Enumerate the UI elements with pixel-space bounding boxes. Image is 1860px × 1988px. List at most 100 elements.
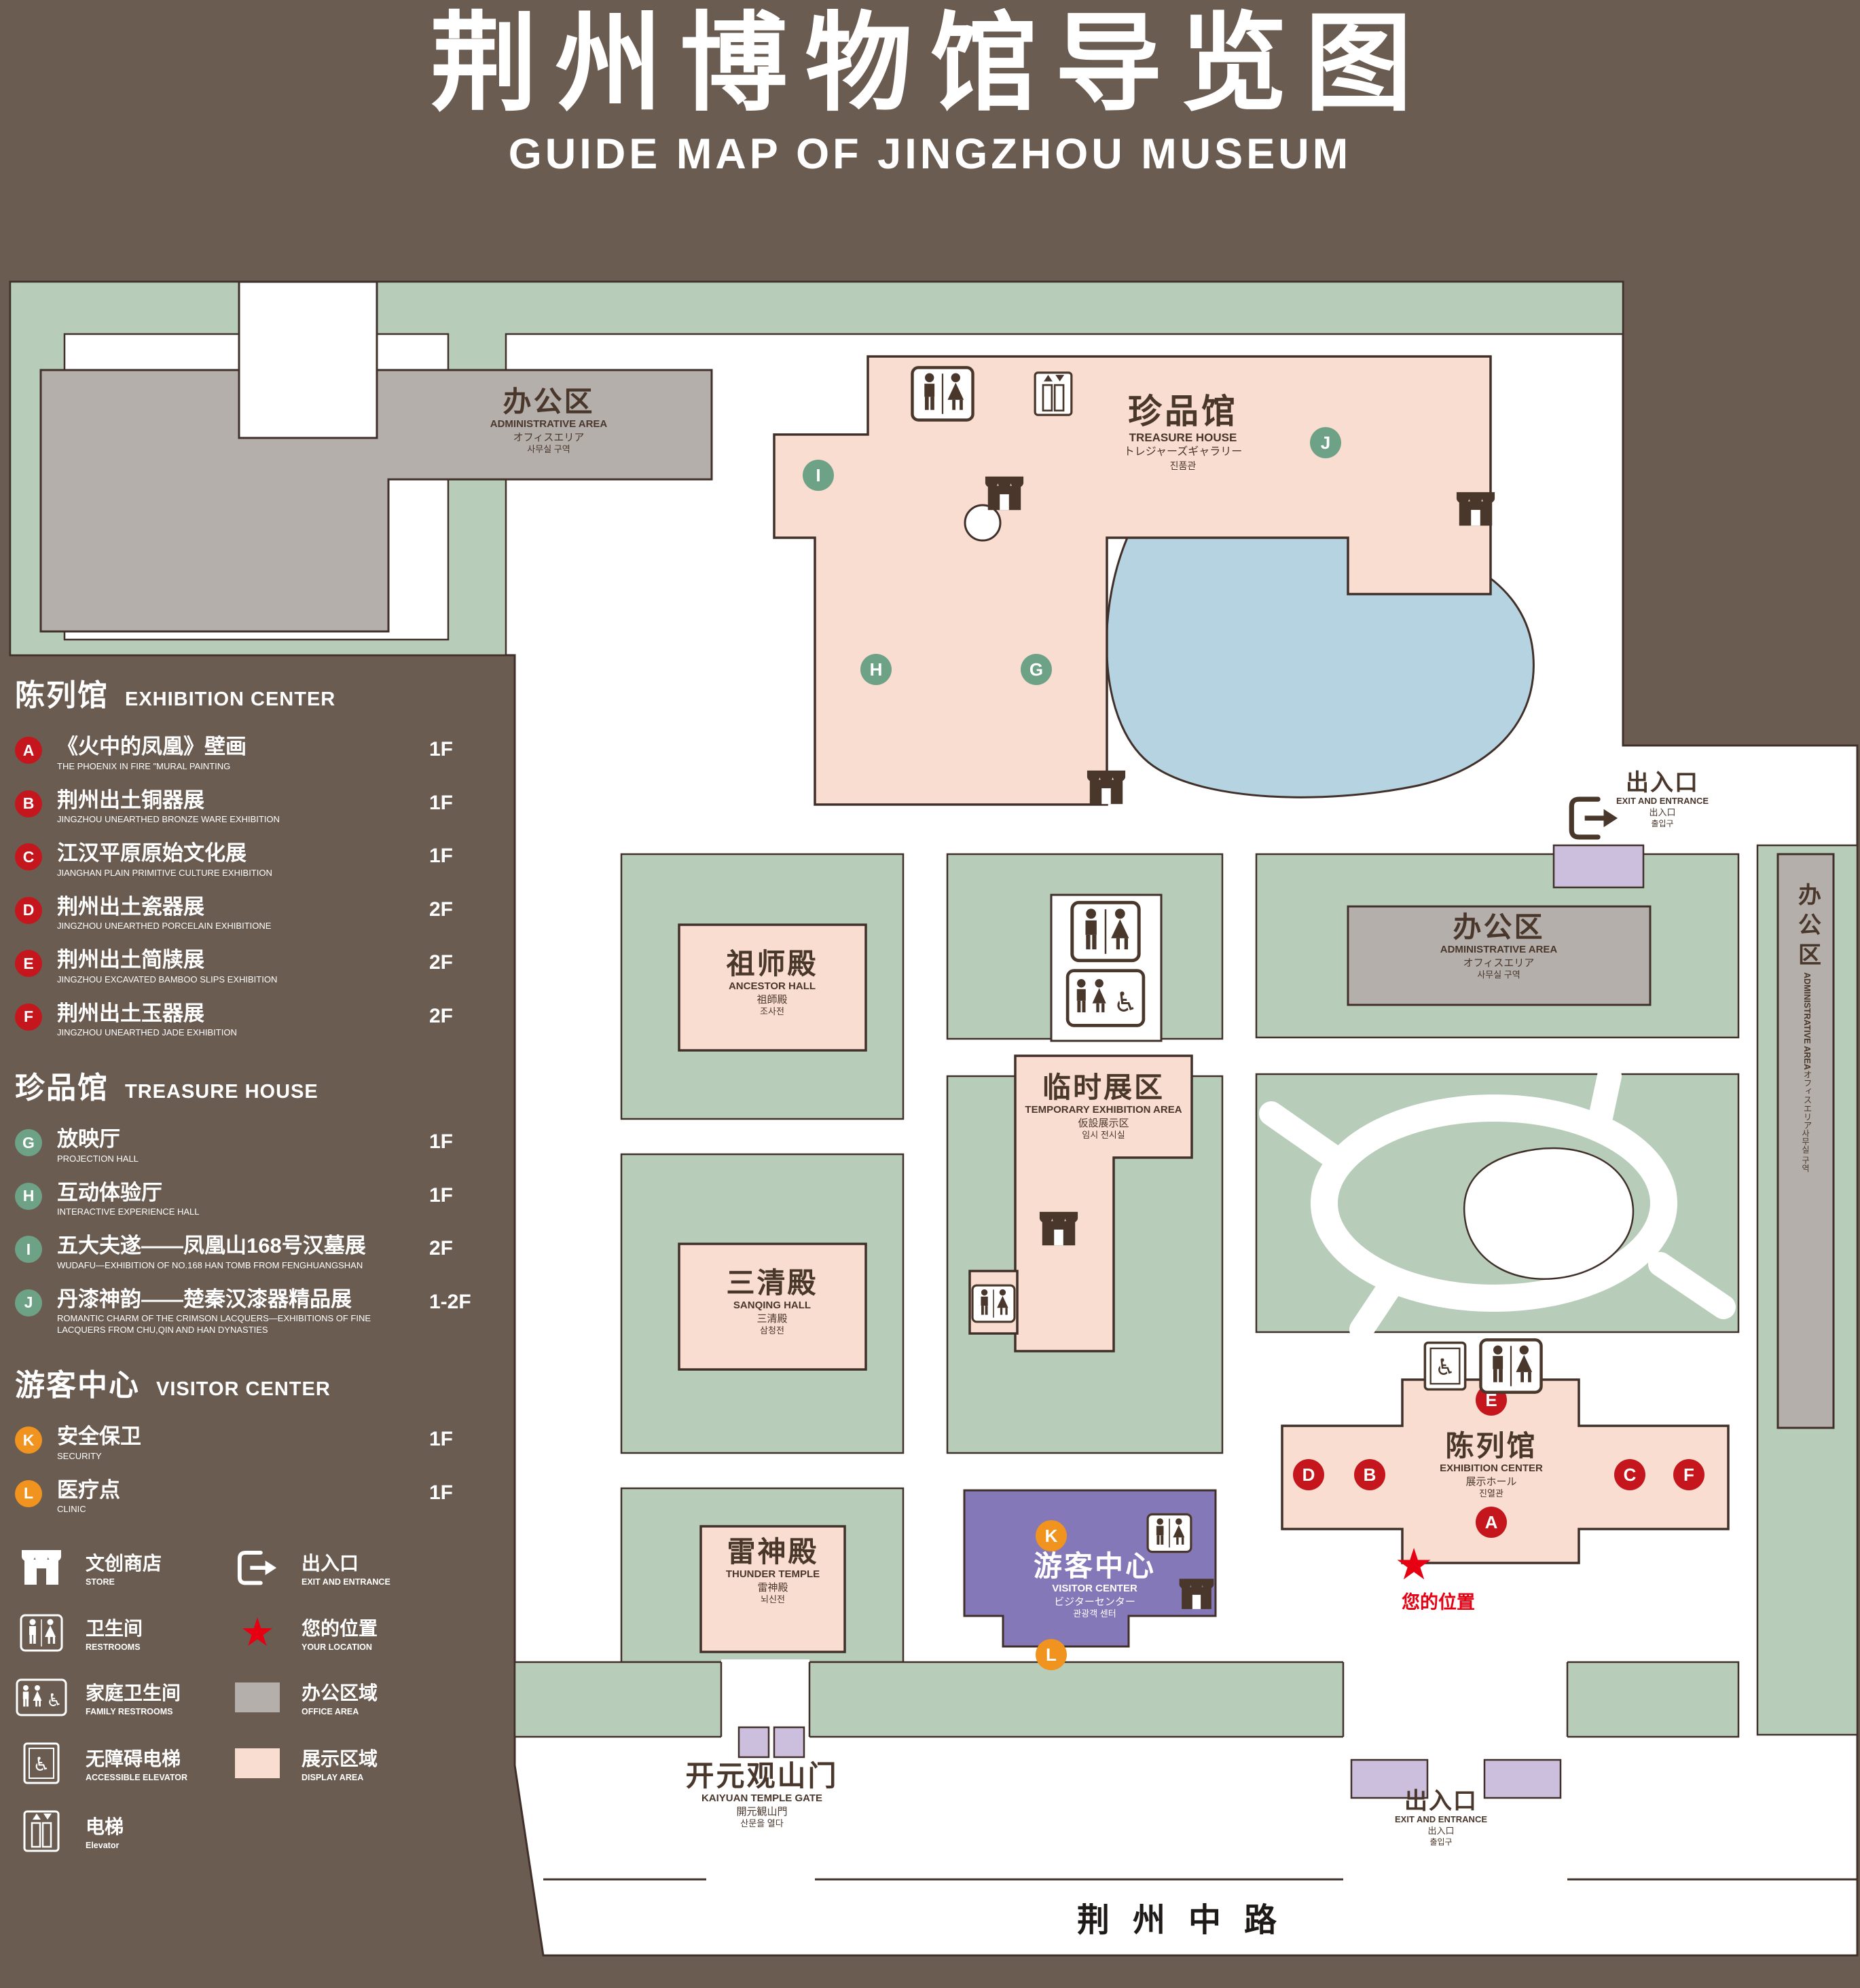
- legend-item-text: 荆州出土简牍展 JINGZHOU EXCAVATED BAMBOO SLIPS …: [57, 948, 429, 986]
- map-marker-L: L: [1036, 1639, 1067, 1670]
- map-label-temporary-exhibition-zh: 临时展区: [1042, 1071, 1165, 1103]
- map-label-admin-top-left-en: ADMINISTRATIVE AREA: [490, 418, 608, 430]
- map-label-thunder-temple-jp: 雷神殿: [757, 1581, 788, 1594]
- legend-symbol-text: 办公区域 OFFICE AREA: [302, 1678, 378, 1716]
- map-label-temporary-exhibition-jp: 仮設展示区: [1078, 1117, 1129, 1129]
- legend-item-E: E 荆州出土简牍展 JINGZHOU EXCAVATED BAMBOO SLIP…: [15, 948, 492, 986]
- legend-symbol-text: 卫生间 RESTROOMS: [86, 1614, 143, 1652]
- legend-item-text: 荆州出土瓷器展 JINGZHOU UNEARTHED PORCELAIN EXH…: [57, 895, 429, 933]
- legend-symbol-text: 文创商店 STORE: [86, 1549, 162, 1587]
- legend-symbol-zh: 电梯: [86, 1816, 124, 1838]
- map-label-temporary-exhibition-kr: 임시 전시실: [1082, 1130, 1125, 1141]
- legend-symbol-en: EXIT AND ENTRANCE: [302, 1577, 390, 1587]
- map-marker-A: A: [1476, 1507, 1507, 1538]
- map-label-treasure-house-zh: 珍品馆: [1128, 392, 1238, 430]
- legend-item-floor: 1F: [429, 791, 454, 814]
- label-admin-east-strip-jp: オフィスエリア: [1802, 1069, 1812, 1130]
- legend-item-floor: 1F: [429, 1428, 454, 1451]
- legend-item-en: JINGZHOU UNEARTHED JADE EXHIBITION: [57, 1027, 237, 1038]
- legend-badge-L: L: [15, 1479, 42, 1507]
- legend-section-en: VISITOR CENTER: [156, 1378, 331, 1401]
- legend-section-zh: 珍品馆: [15, 1071, 109, 1105]
- map-label-admin-center-kr: 사무실 구역: [1477, 970, 1520, 980]
- map-label-exhibition-center-jp: 展示ホール: [1465, 1475, 1517, 1488]
- svg-text:♿: ♿: [46, 1690, 62, 1710]
- legend-item-floor: 1F: [429, 1183, 454, 1207]
- exit-icon: [231, 1549, 284, 1586]
- legend-symbol-zh: 卫生间: [86, 1618, 143, 1640]
- legend-item-text: 安全保卫 SECURITY: [57, 1424, 429, 1462]
- map-marker-F: F: [1673, 1459, 1704, 1490]
- legend-symbol-text: 家庭卫生间 FAMILY RESTROOMS: [86, 1678, 181, 1716]
- legend-item-en: SECURITY: [57, 1450, 102, 1461]
- office-notch: [238, 280, 378, 439]
- legend-symbol-en: FAMILY RESTROOMS: [86, 1707, 173, 1717]
- legend-badge-D: D: [15, 896, 42, 924]
- map-label-treasure-house-en: TREASURE HOUSE: [1129, 431, 1237, 444]
- map-label-visitor-center-kr: 관광객 센터: [1073, 1608, 1116, 1619]
- gate-structures: [737, 844, 1645, 1799]
- garden-pond: [1463, 1147, 1635, 1280]
- map-label-kaiyuan-gate-zh: 开元观山门: [685, 1760, 839, 1792]
- map-label-admin-top-left-kr: 사무실 구역: [527, 444, 570, 455]
- restroom-icon: [1479, 1338, 1544, 1394]
- legend-symbol-zh: 文创商店: [86, 1553, 162, 1575]
- star-icon: ★: [231, 1613, 284, 1653]
- legend-symbol-en: OFFICE AREA: [302, 1707, 359, 1717]
- display-buildings: [678, 355, 1730, 1653]
- label-admin-east-strip: 办公区 ADMINISTRATIVE AREA オフィスエリア 사무실 구역: [1774, 883, 1838, 1405]
- map-label-ancestor-hall-en: ANCESTOR HALL: [728, 980, 816, 993]
- map-label-exit-east-zh: 出入口: [1626, 770, 1699, 796]
- legend-symbol-zh: 家庭卫生间: [86, 1682, 181, 1704]
- legend-symbol-zh: 您的位置: [302, 1618, 378, 1640]
- map-label-exit-south-kr: 출입구: [1429, 1837, 1453, 1847]
- legend-symbol-en: YOUR LOCATION: [302, 1642, 372, 1653]
- legend-item-en: PROJECTION HALL: [57, 1153, 139, 1164]
- legend-item-en: JINGZHOU UNEARTHED PORCELAIN EXHIBITIONE: [57, 921, 272, 932]
- legend-section-header: 珍品馆 TREASURE HOUSE: [15, 1063, 492, 1107]
- legend-item-en: JIANGHAN PLAIN PRIMITIVE CULTURE EXHIBIT…: [57, 867, 272, 878]
- star-icon: ★: [240, 1610, 275, 1655]
- legend-item-zh: 放映厅: [57, 1127, 120, 1152]
- legend-item-F: F 荆州出土玉器展 JINGZHOU UNEARTHED JADE EXHIBI…: [15, 1001, 492, 1039]
- restroom-icon: [911, 365, 975, 422]
- legend-item-zh: 互动体验厅: [57, 1180, 162, 1204]
- legend-symbol-text: 电梯 Elevator: [86, 1812, 124, 1850]
- legend-item-text: 荆州出土铜器展 JINGZHOU UNEARTHED BRONZE WARE E…: [57, 788, 429, 826]
- legend-symbol-text: 出入口 EXIT AND ENTRANCE: [302, 1549, 390, 1587]
- legend-item-L: L 医疗点 CLINIC 1F: [15, 1478, 492, 1516]
- legend-section-zh: 陈列馆: [15, 679, 109, 712]
- legend-item-text: 江汉平原原始文化展 JIANGHAN PLAIN PRIMITIVE CULTU…: [57, 841, 429, 879]
- legend-item-zh: 荆州出土简牍展: [57, 948, 204, 972]
- legend-item-B: B 荆州出土铜器展 JINGZHOU UNEARTHED BRONZE WARE…: [15, 788, 492, 826]
- garden-paths: [1259, 1064, 1736, 1342]
- legend-item-zh: 江汉平原原始文化展: [57, 841, 247, 866]
- legend-symbol-star: ★ 您的位置 YOUR LOCATION: [231, 1613, 492, 1653]
- map-label-sanqing-hall-jp: 三清殿: [756, 1312, 788, 1325]
- map-label-exhibition-center-kr: 진열관: [1479, 1488, 1503, 1499]
- map-label-admin-top-left-jp: オフィスエリア: [513, 431, 585, 443]
- restroom-icon: [15, 1614, 68, 1652]
- legend-symbol-en: STORE: [86, 1577, 115, 1587]
- legend-item-floor: 2F: [429, 951, 454, 974]
- restroom-icon: [1070, 900, 1142, 963]
- legend-item-text: 医疗点 CLINIC: [57, 1478, 429, 1516]
- legend-item-zh: 荆州出土玉器展: [57, 1001, 204, 1025]
- legend-item-I: I 五大夫遂——凤凰山168号汉墓展 WUDAFU—EXHIBITION OF …: [15, 1234, 492, 1272]
- your-location: ★ 您的位置: [1377, 1543, 1475, 1614]
- map-label-exit-south-jp: 出入口: [1427, 1825, 1455, 1836]
- store-icon: [1038, 1210, 1080, 1248]
- legend-item-floor: 1-2F: [429, 1290, 471, 1313]
- legend-symbols: 文创商店 STORE 出入口 EXIT AND ENTRANCE 卫生间 RES…: [15, 1548, 492, 1852]
- label-admin-east-strip-kr: 사무실 구역: [1800, 1129, 1810, 1173]
- display-area-swatch: [235, 1748, 280, 1779]
